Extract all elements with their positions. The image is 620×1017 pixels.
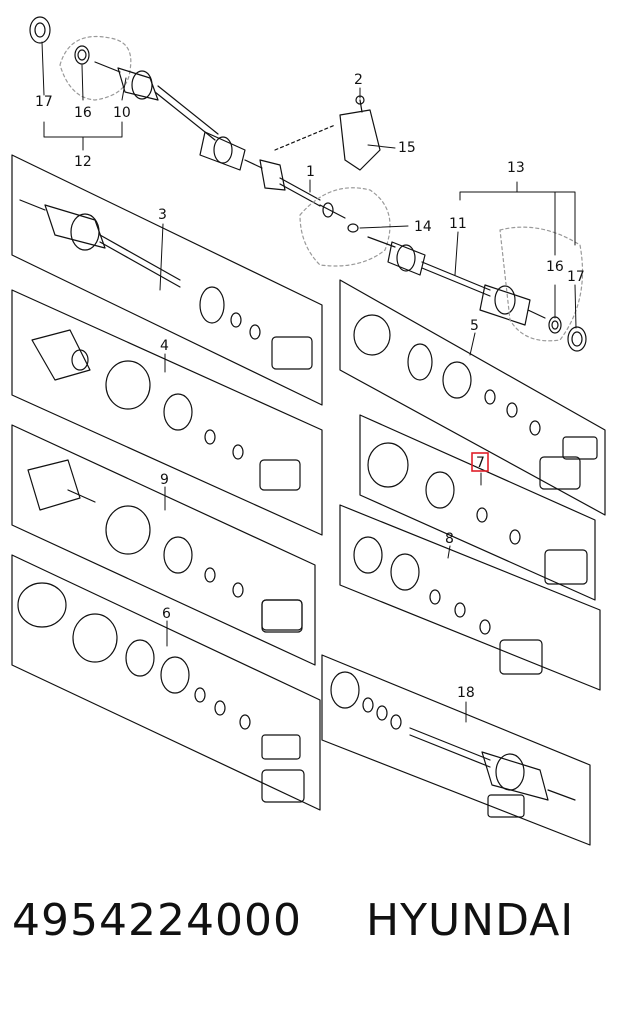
callout-1: 1 (306, 164, 315, 180)
left-driveshaft (94, 61, 263, 171)
callout-9: 9 (160, 472, 169, 488)
callout-18: 18 (457, 685, 475, 701)
callout-7: 7 (476, 455, 485, 471)
callout-2: 2 (354, 72, 363, 88)
brand-name: HYUNDAI (366, 895, 575, 946)
callout-16-right: 16 (546, 259, 564, 275)
top-left-seal-17 (29, 16, 51, 44)
kit-panel-7 (359, 414, 596, 601)
leader-lines (41, 41, 577, 723)
kit-panel-8 (339, 504, 601, 691)
right-seal-16 (548, 316, 562, 334)
right-driveshaft-11 (367, 236, 546, 326)
kit-panel-5 (339, 279, 606, 516)
kit-panel-3 (11, 154, 323, 406)
highlighted-callout-box (471, 452, 489, 472)
callout-12: 12 (74, 154, 92, 170)
transaxle-ghost (299, 187, 391, 267)
callout-3: 3 (158, 207, 167, 223)
kit-panel-6 (11, 554, 321, 811)
callout-4: 4 (160, 338, 169, 354)
callout-14: 14 (414, 219, 432, 235)
right-seal-17 (567, 326, 587, 352)
callout-11: 11 (449, 216, 467, 232)
callout-6: 6 (162, 606, 171, 622)
callout-17-right: 17 (567, 269, 585, 285)
callout-16-left: 16 (74, 105, 92, 121)
top-left-seal-16 (74, 45, 90, 65)
kit-panel-9 (11, 424, 316, 666)
callout-5: 5 (470, 318, 479, 334)
callout-15: 15 (398, 140, 416, 156)
kit-panel-4 (11, 289, 323, 536)
center-bearing-bracket (259, 124, 336, 207)
callout-labels: 1 2 3 4 5 6 7 8 9 10 11 12 13 14 15 16 1… (35, 72, 585, 701)
callout-13: 13 (507, 160, 525, 176)
footer: 4954224000 HYUNDAI (0, 895, 620, 985)
kit-panel-18 (321, 654, 591, 846)
callout-17-left: 17 (35, 94, 53, 110)
center-shaft (319, 202, 359, 233)
heat-shield-15 (339, 95, 381, 171)
exploded-parts-diagram: 1 2 3 4 5 6 7 8 9 10 11 12 13 14 15 16 1… (11, 16, 606, 846)
callout-10: 10 (113, 105, 131, 121)
callout-8: 8 (445, 531, 454, 547)
part-number: 4954224000 (12, 895, 302, 946)
